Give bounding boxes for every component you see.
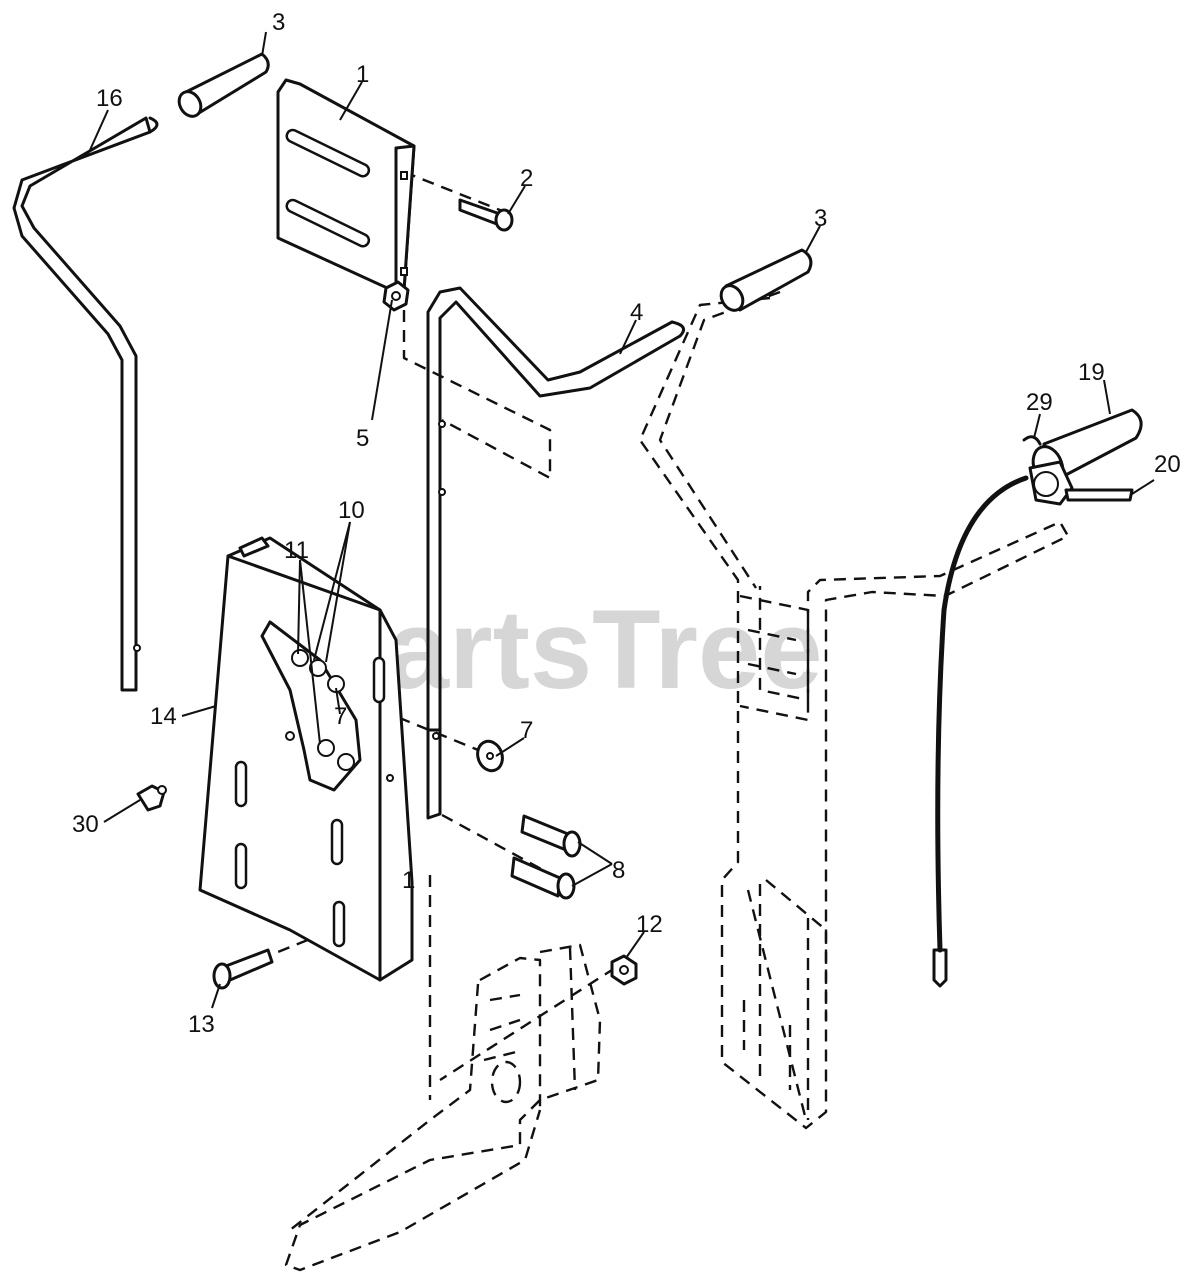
callout-labels: 1 1 2 3 3 4 5 7 7 8 10 11 12 13 14 16 19… <box>72 9 1181 1038</box>
part-29-clip[interactable] <box>1022 435 1042 446</box>
leader-lines <box>89 31 1155 1009</box>
callout-3-lower: 3 <box>814 205 827 232</box>
callout-2: 2 <box>520 165 533 192</box>
part-13-carriage-bolt[interactable] <box>212 948 274 990</box>
callout-8: 8 <box>612 857 625 884</box>
part-12-nut[interactable] <box>610 954 638 986</box>
callout-20: 20 <box>1154 451 1181 478</box>
callout-10: 10 <box>338 497 365 524</box>
part-3-grip-lower[interactable] <box>717 248 813 314</box>
part-16-left-handle[interactable] <box>12 116 159 692</box>
part-20-lever-arm[interactable] <box>1064 488 1134 502</box>
callout-4: 4 <box>630 299 643 326</box>
control-cable <box>932 475 1029 988</box>
callout-5: 5 <box>356 425 369 452</box>
part-14-main-bracket[interactable] <box>198 536 414 982</box>
callout-13: 13 <box>188 1011 215 1038</box>
part-1-upper-plate[interactable] <box>276 78 416 294</box>
callout-7-bracket: 7 <box>334 703 347 730</box>
callout-7-washer: 7 <box>520 717 533 744</box>
part-3-grip-upper[interactable] <box>175 52 270 120</box>
part-5-nut[interactable] <box>382 280 410 312</box>
part-4-main-handle[interactable] <box>426 286 686 820</box>
callout-16: 16 <box>96 85 123 112</box>
part-7-washer[interactable] <box>474 738 507 774</box>
callout-30: 30 <box>72 811 99 838</box>
callout-19: 19 <box>1078 359 1105 386</box>
part-8-bolt-upper[interactable] <box>520 814 582 858</box>
callout-1-lower: 1 <box>402 867 415 894</box>
callout-3-upper: 3 <box>272 9 285 36</box>
callout-29: 29 <box>1026 389 1053 416</box>
part-30-fitting[interactable] <box>136 784 167 812</box>
callout-12: 12 <box>636 911 663 938</box>
callout-14: 14 <box>150 703 177 730</box>
phantom-lower-bracket <box>284 943 602 1272</box>
callout-1-upper: 1 <box>356 61 369 88</box>
part-8-bolt-lower[interactable] <box>510 856 576 900</box>
part-2-bolt[interactable] <box>458 198 514 232</box>
callout-11: 11 <box>284 537 309 564</box>
